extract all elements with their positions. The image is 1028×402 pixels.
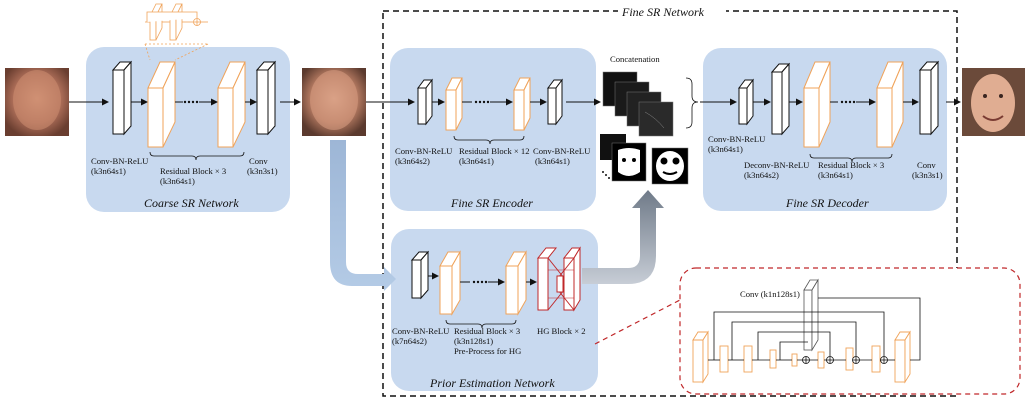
- coarse-conv-label: Conv: [249, 156, 268, 166]
- encoder-conv-bn-2-label: Conv-BN-ReLU: [533, 146, 591, 156]
- hg-detail-frame: [679, 267, 1021, 395]
- coarse-conv-block: [255, 60, 277, 136]
- prior-to-concat-arrow: [582, 190, 664, 284]
- prior-residual-block-1: [439, 250, 461, 316]
- encoder-residual-brace: [453, 135, 525, 145]
- coarse-residual-brace: [149, 151, 245, 161]
- hg-block: [536, 246, 581, 312]
- prior-feature-maps: [600, 134, 689, 185]
- decoder-conv-bn-block: [738, 78, 754, 126]
- prior-conv-bn-params: (k7n64s2): [392, 336, 427, 346]
- coarse-conv-bn-label: Conv-BN-ReLU: [91, 156, 149, 166]
- decoder-deconv-block: [770, 62, 791, 136]
- coarse-conv-bn-block: [111, 60, 133, 136]
- decoder-conv-bn-label: Conv-BN-ReLU: [708, 134, 766, 144]
- hg-detail-conv: [803, 278, 819, 352]
- encoder-residual-params: (k3n64s1): [459, 156, 494, 166]
- prior-residual-label: Residual Block × 3: [454, 326, 521, 336]
- encoder-residual-label: Residual Block × 12: [459, 146, 530, 156]
- decoder-residual-params: (k3n64s1): [818, 170, 853, 180]
- decoder-residual-label: Residual Block × 3: [818, 160, 885, 170]
- fine-sr-encoder-panel: [390, 48, 596, 211]
- residual-detail-inset: [144, 3, 209, 61]
- prior-flow-arrow: [330, 140, 396, 291]
- encoder-conv-bn-2-params: (k3n64s1): [535, 156, 570, 166]
- prior-conv-bn-block: [410, 250, 430, 300]
- encoder-residual-block-n: [513, 77, 531, 131]
- encoder-conv-bn-1-params: (k3n64s2): [395, 156, 430, 166]
- coarse-ellipsis-dots: [183, 100, 199, 104]
- decoder-conv-label: Conv: [917, 160, 936, 170]
- fine-sr-decoder-title: Fine SR Decoder: [786, 196, 869, 210]
- coarse-residual-block-1: [147, 61, 176, 148]
- coarse-residual-block-n: [217, 61, 246, 148]
- fine-sr-network-frame: [382, 10, 958, 397]
- decoder-residual-block-n: [876, 61, 904, 148]
- encoder-conv-bn-1-label: Conv-BN-ReLU: [395, 146, 453, 156]
- decoder-conv-bn-params: (k3n64s1): [708, 144, 743, 154]
- decoder-deconv-label: Deconv-BN-ReLU: [744, 160, 810, 170]
- concatenation-label: Concatenation: [610, 54, 660, 64]
- prior-residual-block-n: [505, 250, 527, 316]
- encoder-residual-block-1: [445, 77, 463, 131]
- prior-hg-label: HG Block × 2: [537, 326, 586, 336]
- fine-sr-encoder-title: Fine SR Encoder: [451, 196, 533, 210]
- decoder-residual-brace: [809, 153, 893, 163]
- encoder-conv-bn-block-2: [547, 78, 563, 126]
- decoder-deconv-params: (k3n64s2): [744, 170, 779, 180]
- prior-conv-bn-label: Conv-BN-ReLU: [392, 326, 450, 336]
- encoder-conv-bn-block-1: [417, 78, 433, 126]
- decoder-conv-block: [918, 60, 940, 136]
- encoder-feature-maps: [602, 71, 674, 137]
- prior-estimation-network-title: Prior Estimation Network: [430, 376, 555, 390]
- hg-detail-conv-label: Conv (k1n128s1): [740, 289, 800, 299]
- coarse-residual-params: (k3n64s1): [160, 176, 195, 186]
- concatenation-brace: [685, 77, 699, 129]
- hg-detail-diagram: [692, 330, 911, 384]
- decoder-conv-params: (k3n3s1): [912, 170, 943, 180]
- decoder-residual-block-1: [803, 61, 831, 148]
- coarse-conv-params: (k3n3s1): [247, 166, 278, 176]
- prior-residual-brace: [445, 319, 517, 329]
- prior-residual-params: (k3n128s1): [454, 336, 494, 346]
- hg-detail-connector: [594, 299, 681, 345]
- prior-preprocess-label: Pre-Process for HG: [454, 346, 522, 356]
- fine-sr-network-title: Fine SR Network: [622, 5, 704, 19]
- coarse-sr-network-title: Coarse SR Network: [144, 196, 239, 210]
- coarse-residual-label: Residual Block × 3: [160, 166, 227, 176]
- coarse-conv-bn-params: (k3n64s1): [91, 166, 126, 176]
